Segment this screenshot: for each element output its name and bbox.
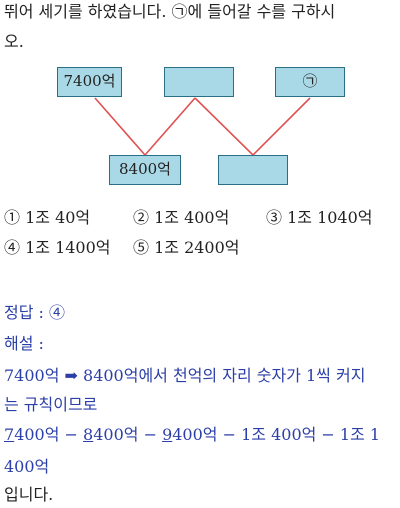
diagram-connectors xyxy=(94,97,311,156)
option-4: ④ 1조 1400억 xyxy=(4,238,111,257)
connector-line xyxy=(252,97,311,156)
question-line-2: 오. xyxy=(4,32,24,51)
seq-sep-2: − xyxy=(138,425,163,444)
seq-b-rest: 400억 xyxy=(93,425,139,444)
option-5: ⑤ 1조 2400억 xyxy=(133,238,240,257)
connector-line xyxy=(194,97,254,156)
sequence-line: 7400억 − 8400억 − 9400억 − 1조 400억 − 1조 1 xyxy=(4,424,380,446)
explanation-line-5: 입니다. xyxy=(4,485,54,504)
top-box-2 xyxy=(164,67,234,97)
connector-line xyxy=(144,97,196,156)
option-1: ① 1조 40억 xyxy=(4,208,91,227)
seq-a-digit: 7 xyxy=(4,425,15,444)
bottom-box-2 xyxy=(218,155,288,185)
explanation-line-4: 400억 xyxy=(4,457,50,476)
connector-line xyxy=(94,97,146,156)
question-line-1: 뛰어 세기를 하였습니다. ㉠에 들어갈 수를 구하시 xyxy=(4,2,336,21)
seq-b-digit: 8 xyxy=(83,425,94,444)
bottom-box-1: 8400억 xyxy=(109,155,181,185)
option-2: ② 1조 400억 xyxy=(133,208,230,227)
option-3: ③ 1조 1040억 xyxy=(266,208,373,227)
explanation-label: 해설 : xyxy=(4,334,44,353)
explanation-line-2: 는 규칙이므로 xyxy=(4,395,98,414)
top-box-1: 7400억 xyxy=(57,67,122,97)
top-box-3: ㉠ xyxy=(275,67,345,97)
seq-tail: − 1조 400억 − 1조 1 xyxy=(217,425,381,444)
seq-c-digit: 9 xyxy=(162,425,173,444)
explanation-line-1: 7400억 ➡ 8400억에서 천억의 자리 숫자가 1씩 커지 xyxy=(4,366,366,385)
seq-sep-1: − xyxy=(59,425,84,444)
answer-label: 정답 : ④ xyxy=(4,303,66,322)
seq-a-rest: 400억 xyxy=(14,425,60,444)
seq-c-rest: 400억 xyxy=(172,425,218,444)
